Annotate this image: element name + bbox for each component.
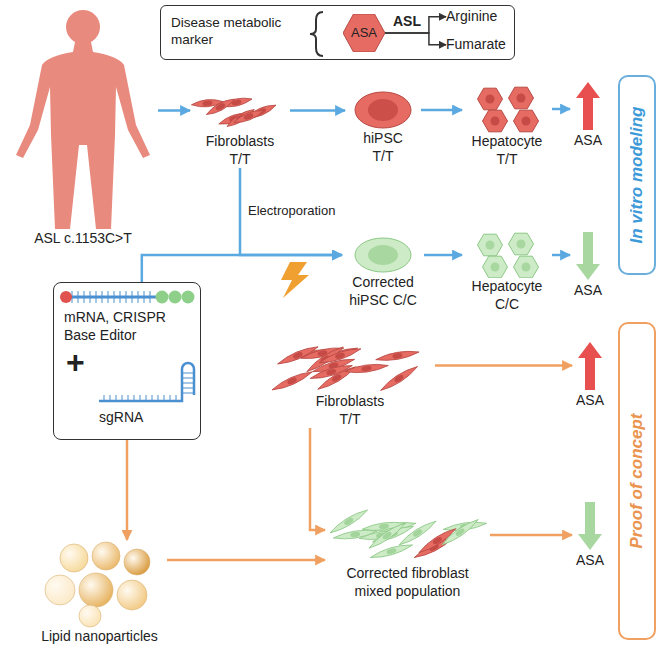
connector-arrow: [142, 255, 342, 282]
node-label: sgRNA: [99, 409, 169, 427]
node-label: Disease metabolic marker: [171, 15, 299, 49]
level-arrow: ASA: [570, 80, 606, 150]
node-label: ASA: [572, 552, 608, 570]
node-label: Fibroblasts T/T: [200, 133, 280, 168]
connector-arrow: [424, 254, 462, 257]
section-band: In vitro modeling: [618, 75, 656, 275]
nanoparticle-group: Lipid nanoparticles: [32, 540, 167, 646]
fibroRed-drawing: [265, 338, 435, 393]
connector-arrow: [310, 428, 325, 530]
stem-cell: Corrected hiPSC C/C: [342, 236, 424, 309]
cell-group: Fibroblasts T/T: [265, 338, 435, 428]
connector-arrow: [126, 440, 129, 540]
hepRed-drawing: [462, 85, 552, 133]
connector-arrow: [385, 33, 446, 45]
downGreen-drawing: [570, 230, 606, 282]
upRed-drawing: [572, 340, 608, 392]
connector-arrow: [421, 109, 462, 112]
connector-arrow: [167, 559, 325, 562]
edge-label: ASL: [392, 13, 422, 30]
node-label: Hepatocyte T/T: [466, 133, 548, 168]
node-label: Arginine: [446, 8, 516, 26]
cell-group: Hepatocyte C/C: [462, 232, 552, 313]
node-label: Fumarate: [446, 36, 516, 54]
lipid-drawing: [32, 540, 167, 628]
upRed-drawing: [570, 80, 606, 132]
node-label: hiPSC T/T: [358, 130, 408, 165]
connector-arrow: [490, 534, 572, 537]
product-label: Arginine: [446, 8, 516, 26]
node-label: mRNA, CRISPR Base Editor: [64, 309, 176, 344]
cell-group: Corrected fibroblast mixed population: [325, 505, 490, 600]
cell-group: Fibroblasts T/T: [190, 88, 290, 168]
node-label: Corrected hiPSC C/C: [345, 274, 421, 309]
connector-arrow: [552, 108, 570, 111]
connector-arrow: [435, 364, 572, 367]
node-label: Hepatocyte C/C: [466, 278, 548, 313]
section-band: Proof of concept: [618, 322, 656, 640]
plus-sign: +: [66, 343, 85, 381]
section-title: Proof of concept: [626, 413, 647, 548]
fibroRed-drawing: [190, 88, 290, 133]
connector-arrow: [158, 109, 190, 112]
node-label: ASA: [570, 282, 606, 300]
node-label: ASA: [570, 132, 606, 150]
downGreen-drawing: [572, 500, 608, 552]
node-label: ASA: [572, 392, 608, 410]
node-label: Lipid nanoparticles: [32, 628, 167, 646]
connector-arrow: [240, 168, 342, 255]
human-drawing: [8, 5, 158, 230]
stem-cell: hiPSC T/T: [345, 90, 421, 165]
section-title: In vitro modeling: [626, 107, 647, 244]
connector-arrow: [290, 109, 345, 112]
marker-box: Disease metabolic marker ASA ArginineFumar…: [160, 5, 515, 60]
product-label: Fumarate: [446, 36, 516, 54]
lightning-symbol: [281, 262, 309, 298]
connector-arrow: [552, 254, 570, 257]
level-arrow: ASA: [572, 500, 608, 570]
method-label: Electroporation: [248, 203, 335, 219]
ovalGreen-drawing: [342, 236, 424, 274]
ovalRed-drawing: [345, 90, 421, 130]
node-label: ASA: [351, 25, 377, 41]
level-arrow: ASA: [572, 340, 608, 410]
node-label: Fibroblasts T/T: [310, 393, 390, 428]
level-arrow: ASA: [570, 230, 606, 300]
node-label: Corrected fibroblast mixed population: [333, 565, 483, 600]
hepGreen-drawing: [462, 232, 552, 278]
cell-group: Hepatocyte T/T: [462, 85, 552, 168]
patient-figure: ASL c.1153C>T: [8, 5, 158, 248]
fibroMix-drawing: [325, 505, 490, 565]
node-label: ASL c.1153C>T: [8, 230, 158, 248]
metabolite-hexagon: ASA: [343, 14, 385, 52]
